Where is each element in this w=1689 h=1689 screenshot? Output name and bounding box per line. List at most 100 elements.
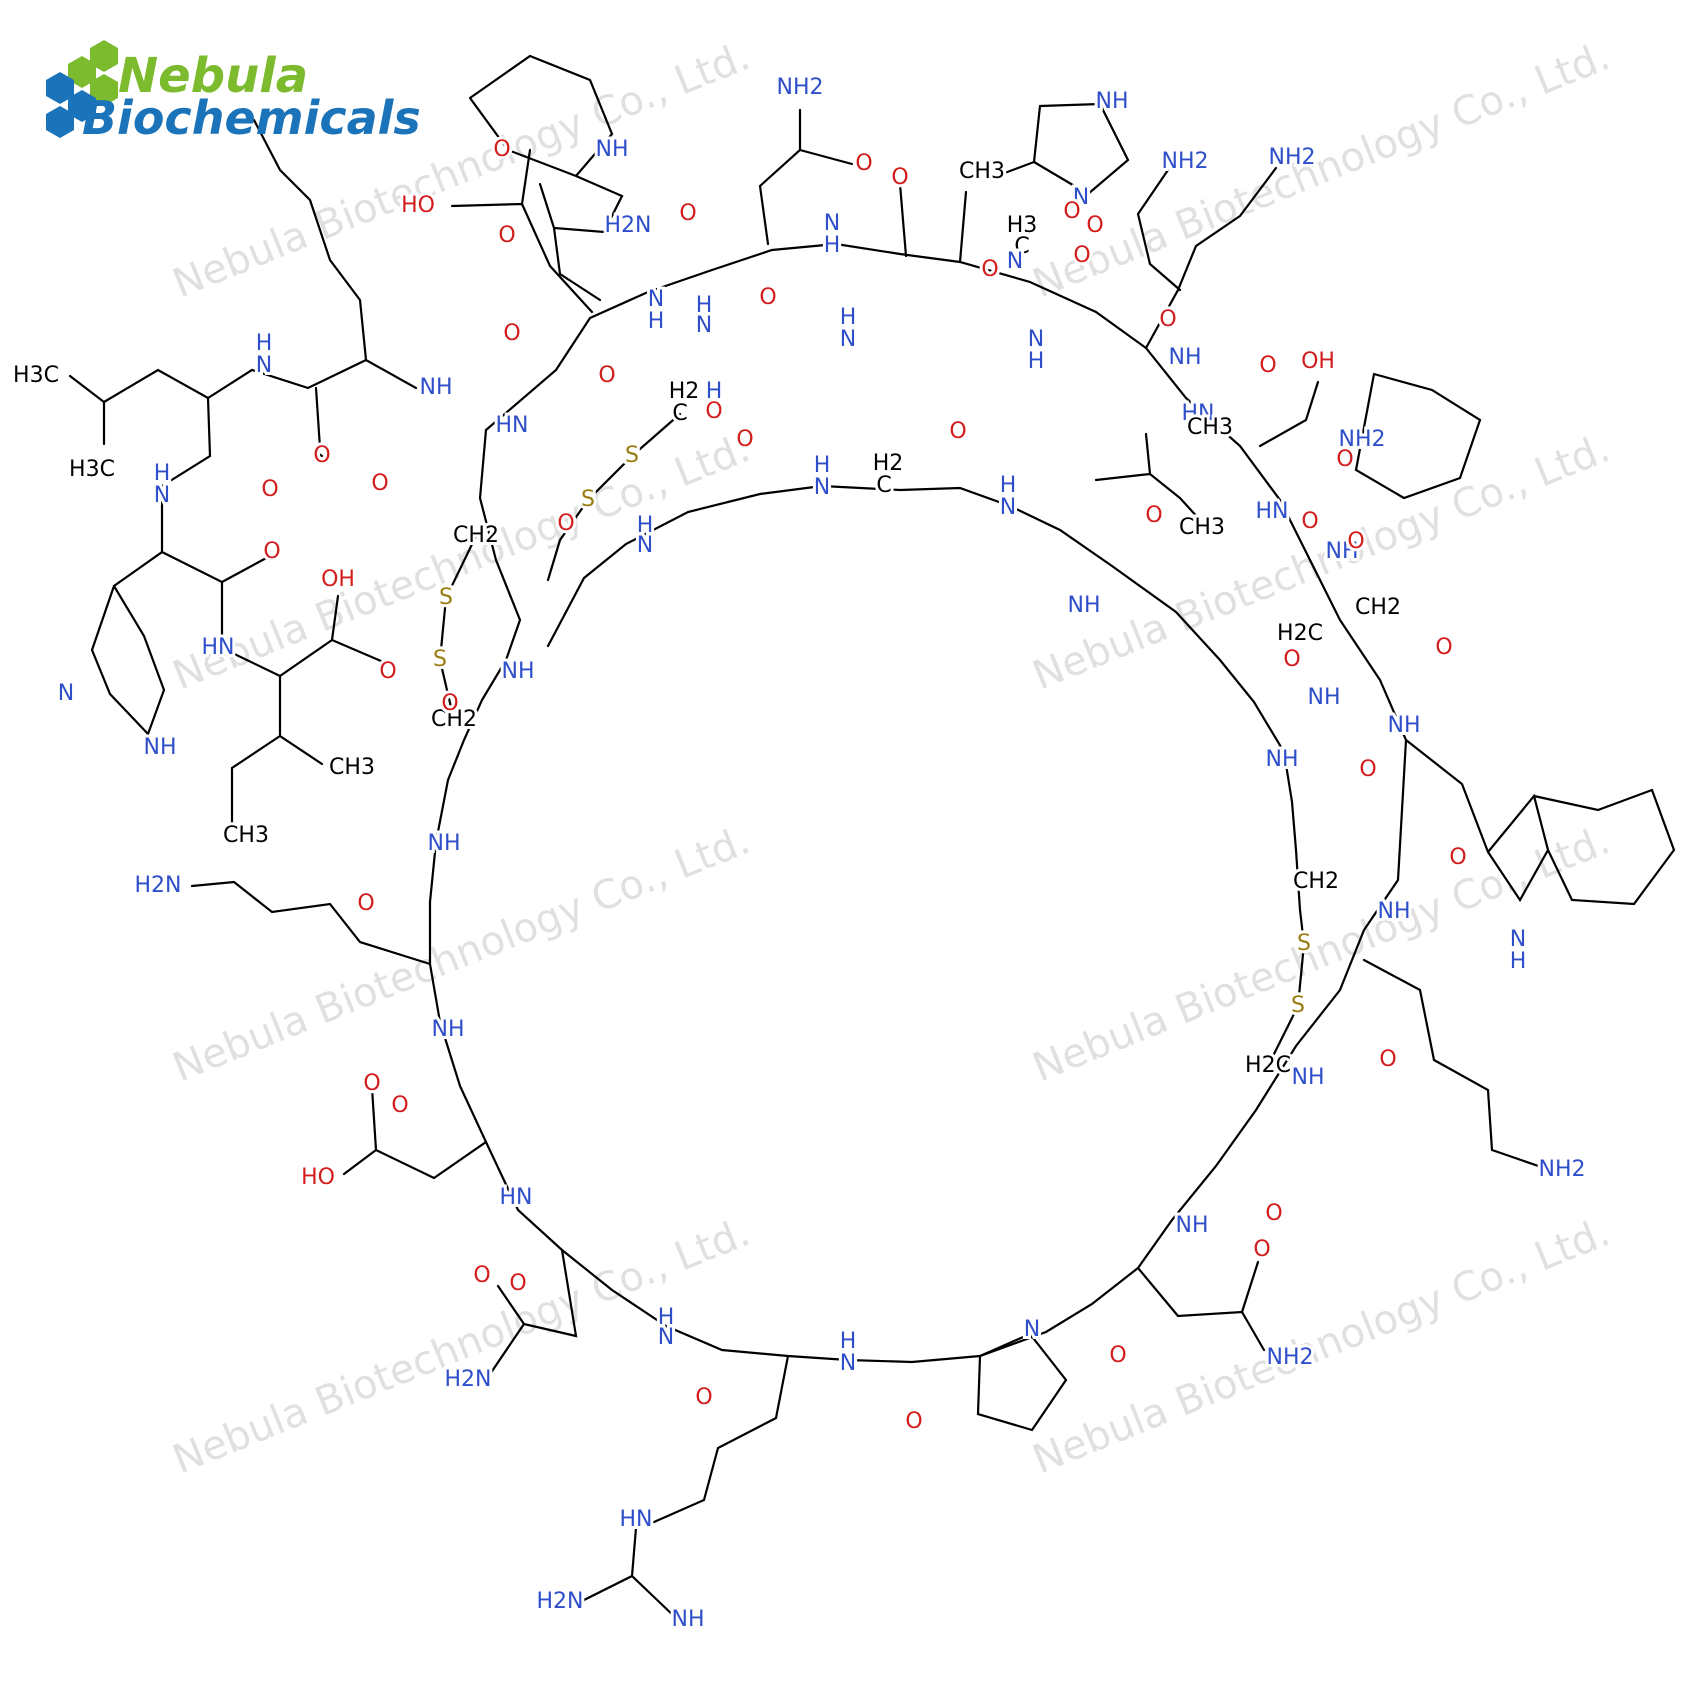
atom-label: NH	[1176, 1213, 1209, 1238]
atom-label: H3	[1007, 213, 1038, 238]
atom-label: H2N	[135, 873, 182, 898]
atom-label: NH2	[1339, 427, 1386, 452]
atom-label: N	[1024, 1317, 1040, 1342]
atom-label: N	[696, 313, 712, 338]
atom-label: N	[840, 327, 856, 352]
atom-label: NH	[1068, 593, 1101, 618]
atom-label: S	[439, 585, 453, 610]
atom-label: N	[840, 1351, 856, 1376]
atom-label: NH2	[1269, 145, 1316, 170]
atom-label: O	[261, 477, 278, 502]
inner-ring-backbone	[546, 484, 1302, 912]
atom-label: HN	[500, 1185, 533, 1210]
side-chain-bond	[1258, 372, 1482, 500]
atom-label: N	[154, 483, 170, 508]
brand-name-line1: Nebula	[118, 48, 308, 104]
atom-label: O	[1145, 503, 1162, 528]
atom-label: C	[876, 473, 891, 498]
atom-label: N	[658, 1325, 674, 1350]
atom-label: H	[814, 453, 831, 478]
atom-label: N	[814, 475, 830, 500]
atom-label: H2C	[1277, 621, 1323, 646]
atom-label: H	[1510, 949, 1527, 974]
atom-label: O	[905, 1409, 922, 1434]
atom-label: H2C	[1245, 1053, 1291, 1078]
atom-label: N	[1000, 495, 1016, 520]
side-chain-bond	[984, 102, 1130, 196]
atom-label: H	[824, 233, 841, 258]
atom-label: N	[58, 681, 74, 706]
atom-label: O	[1435, 635, 1452, 660]
disulfide-bridge	[438, 534, 478, 722]
atom-label: CH3	[959, 159, 1005, 184]
atom-label: H	[154, 461, 171, 486]
watermark-text: Nebula Biotechnology Co., Ltd.	[1027, 817, 1617, 1091]
atom-label: O	[493, 137, 510, 162]
atom-label: O	[379, 659, 396, 684]
atom-label: O	[509, 1271, 526, 1296]
atom-label: O	[695, 1385, 712, 1410]
atom-label: N	[1028, 327, 1044, 352]
atom-label: HO	[301, 1165, 335, 1190]
atom-label: CH3	[223, 823, 269, 848]
bond-layer	[68, 54, 1676, 1620]
atom-label: O	[1449, 845, 1466, 870]
side-chain-bond	[468, 54, 624, 302]
atom-label: NH	[432, 1017, 465, 1042]
atom-label: H	[696, 293, 713, 318]
disulfide-bridge	[546, 412, 682, 582]
atom-label: H	[1000, 473, 1017, 498]
atom-label: O	[357, 891, 374, 916]
atom-label: H2N	[605, 213, 652, 238]
atom-label: NH	[1308, 685, 1341, 710]
atom-label: HN	[1256, 499, 1289, 524]
atom-label: O	[391, 1093, 408, 1118]
atom-label: NH	[502, 659, 535, 684]
disulfide-bridge	[1266, 908, 1306, 1068]
atom-label: OH	[321, 567, 355, 592]
atom-label: H3C	[13, 363, 59, 388]
atom-label: H2N	[445, 1367, 492, 1392]
side-chain-bond	[1362, 958, 1552, 1172]
side-chain-bond	[190, 880, 432, 966]
atom-label: C	[1014, 234, 1029, 259]
atom-label: O	[981, 257, 998, 282]
side-chain-bond	[758, 108, 854, 246]
side-chain-bond	[578, 1354, 790, 1620]
atom-label: O	[736, 427, 753, 452]
atom-label: CH2	[1355, 595, 1401, 620]
atom-label: N	[1510, 927, 1526, 952]
atom-label: S	[1291, 993, 1305, 1018]
atom-label: O	[1359, 757, 1376, 782]
atom-label: O	[313, 443, 330, 468]
atom-label: S	[1297, 931, 1311, 956]
atom-label: NH	[1326, 539, 1359, 564]
atom-label: O	[473, 1263, 490, 1288]
atom-label: H3C	[69, 457, 115, 482]
atom-label: N	[824, 211, 840, 236]
atom-label: H2N	[537, 1589, 584, 1614]
atom-label: O	[503, 321, 520, 346]
side-chain-bond	[220, 594, 390, 826]
atom-label: NH	[1292, 1065, 1325, 1090]
atom-label: CH2	[431, 707, 477, 732]
watermark-layer: Nebula Biotechnology Co., Ltd. Nebula Bi…	[167, 33, 1617, 1483]
atom-label: NH2	[1267, 1345, 1314, 1370]
atom-label: CH2	[453, 523, 499, 548]
atom-label: N	[256, 353, 272, 378]
atom-label: H2	[873, 451, 904, 476]
atom-label: O	[705, 399, 722, 424]
atom-label: CH2	[1293, 869, 1339, 894]
watermark-text: Nebula Biotechnology Co., Ltd.	[1027, 425, 1617, 699]
side-chain-bond	[450, 148, 594, 314]
atom-label: CH3	[1187, 415, 1233, 440]
atom-label: O	[557, 511, 574, 536]
atom-label: NH	[1388, 713, 1421, 738]
atom-label: H	[840, 1329, 857, 1354]
atom-label: O	[263, 539, 280, 564]
atom-label: O	[1063, 199, 1080, 224]
atom-label: O	[441, 691, 458, 716]
atom-label: O	[363, 1071, 380, 1096]
atom-label: NH2	[777, 75, 824, 100]
